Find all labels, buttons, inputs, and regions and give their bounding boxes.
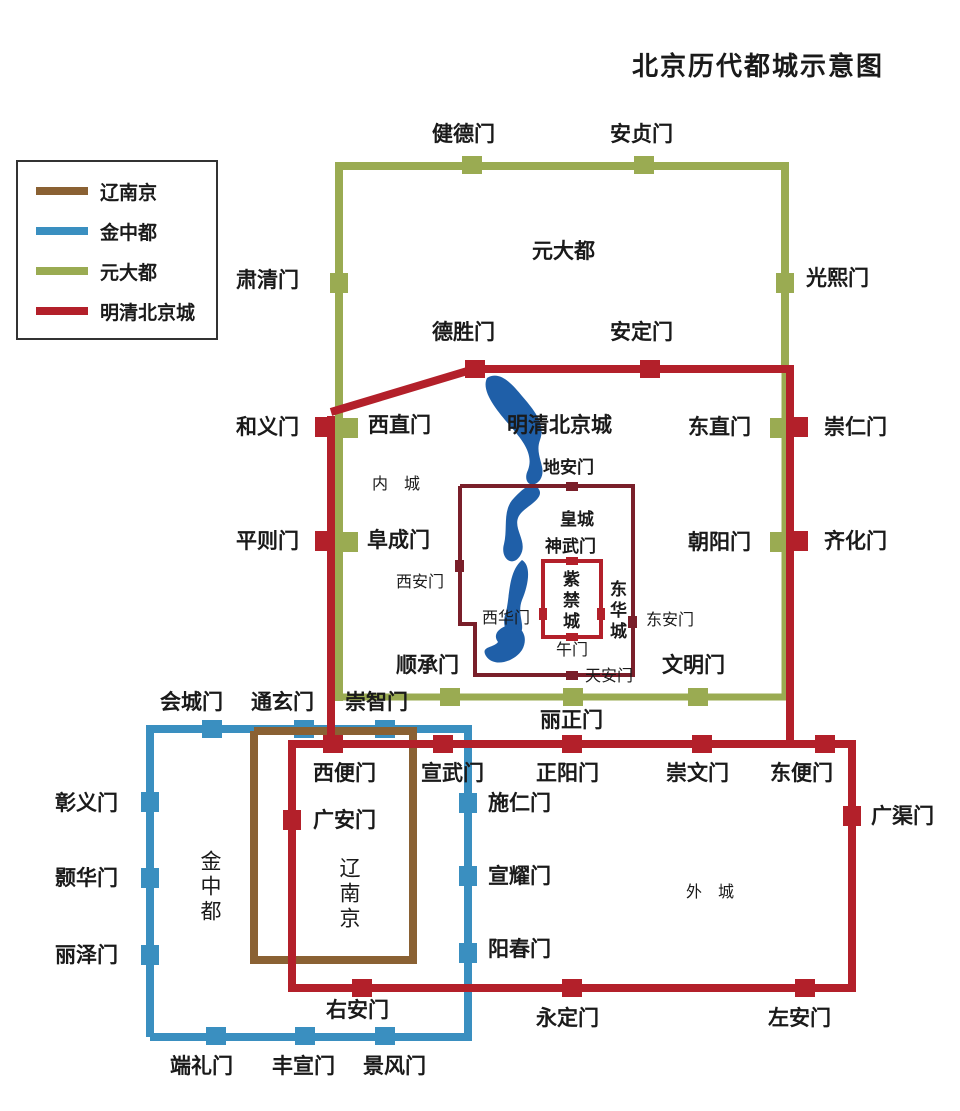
gate-duanli: 端礼门 <box>170 1054 233 1078</box>
gate-jingfeng: 景风门 <box>363 1054 426 1078</box>
jin-zhongdu-wall <box>146 725 472 1041</box>
gate-pingze: 平则门 <box>236 529 299 553</box>
gate-yongding: 永定门 <box>536 1006 599 1030</box>
region-donghua-city: 东华城 <box>606 580 626 643</box>
gate-heyi: 和义门 <box>236 415 299 439</box>
gate-xibian: 西便门 <box>313 761 376 785</box>
gate-haohua: 颢华门 <box>55 866 118 890</box>
region-yuan-dadu: 元大都 <box>532 239 595 263</box>
gate-chongwen: 崇文门 <box>666 761 729 785</box>
gate-lize: 丽泽门 <box>55 943 118 967</box>
gate-wenming: 文明门 <box>662 653 725 677</box>
gate-guangxi: 光熙门 <box>806 266 869 290</box>
gate-chongzhi: 崇智门 <box>345 690 408 714</box>
region-forbidden-city: 紫禁城 <box>559 570 579 633</box>
gate-qihua: 齐化门 <box>824 529 887 553</box>
gate-youan: 右安门 <box>326 998 389 1022</box>
legend-swatch-mingqing <box>36 307 88 315</box>
region-outer-city: 外 城 <box>686 882 735 901</box>
gate-suqing: 肃清门 <box>236 268 299 292</box>
gate-dongzhi: 东直门 <box>688 415 751 439</box>
gate-dongbian: 东便门 <box>770 761 833 785</box>
legend-item-yuan: 元大都 <box>36 256 157 286</box>
gate-donghua-an: 东安门 <box>646 610 695 629</box>
yuan-dadu-wall <box>335 162 789 701</box>
gate-xuanyao: 宣耀门 <box>488 864 551 888</box>
gate-xizhi: 西直门 <box>368 413 431 437</box>
legend: 辽南京 金中都 元大都 明清北京城 <box>16 160 218 340</box>
legend-label: 金中都 <box>100 221 158 244</box>
gate-tianan: 天安门 <box>585 666 634 685</box>
region-imperial-city: 皇城 <box>560 510 594 530</box>
legend-item-mingqing: 明清北京城 <box>36 296 195 326</box>
region-jin-zhongdu: 金中都 <box>198 850 222 925</box>
gate-zuoan: 左安门 <box>768 1006 831 1030</box>
liao-nanjing-wall <box>250 727 417 964</box>
legend-label: 辽南京 <box>100 181 158 204</box>
legend-swatch-yuan <box>36 267 88 275</box>
map-title: 北京历代都城示意图 <box>632 52 885 82</box>
gate-xihua: 西华门 <box>482 608 531 627</box>
gate-wumen: 午门 <box>556 640 589 659</box>
legend-label: 元大都 <box>100 261 158 284</box>
gate-shiren: 施仁门 <box>488 791 551 815</box>
gate-anzhen: 安贞门 <box>610 122 673 146</box>
gate-guangan: 广安门 <box>313 808 376 832</box>
gate-dian: 地安门 <box>543 458 594 478</box>
forbidden-gate-markers <box>539 557 605 641</box>
lakes <box>484 375 543 663</box>
region-mingqing-city: 明清北京城 <box>507 413 612 437</box>
gate-chaoyang: 朝阳门 <box>688 530 751 554</box>
imperial-gate-markers <box>455 482 637 680</box>
gate-xuanwu: 宣武门 <box>421 761 484 785</box>
imperial-city-wall <box>458 484 635 677</box>
region-liao-nanjing: 辽南京 <box>337 857 361 932</box>
gate-shenwu: 神武门 <box>545 537 596 557</box>
gate-shuncheng: 顺承门 <box>396 653 459 677</box>
mingqing-gate-markers <box>283 360 861 997</box>
gate-fengxuan: 丰宣门 <box>272 1054 335 1078</box>
gate-lizheng: 丽正门 <box>540 708 603 732</box>
gate-zhangyi: 彰义门 <box>55 791 118 815</box>
gate-desheng: 德胜门 <box>432 320 495 344</box>
legend-swatch-liao <box>36 187 88 195</box>
gate-yangchun: 阳春门 <box>488 937 551 961</box>
gate-chongren: 崇仁门 <box>824 415 887 439</box>
region-inner-city: 内 城 <box>372 474 421 493</box>
gate-xian: 西安门 <box>396 572 445 591</box>
legend-label: 明清北京城 <box>100 301 196 324</box>
gate-guangqu: 广渠门 <box>871 804 934 828</box>
gate-tongxuan: 通玄门 <box>251 690 314 714</box>
legend-swatch-jin <box>36 227 88 235</box>
gate-fucheng: 阜成门 <box>367 528 430 552</box>
gate-anding: 安定门 <box>610 320 673 344</box>
gate-huicheng: 会城门 <box>160 690 223 714</box>
legend-item-liao: 辽南京 <box>36 176 157 206</box>
gate-jiande: 健德门 <box>432 122 495 146</box>
yuan-gate-markers <box>330 156 794 706</box>
gate-zhengyang: 正阳门 <box>536 761 599 785</box>
legend-item-jin: 金中都 <box>36 216 157 246</box>
